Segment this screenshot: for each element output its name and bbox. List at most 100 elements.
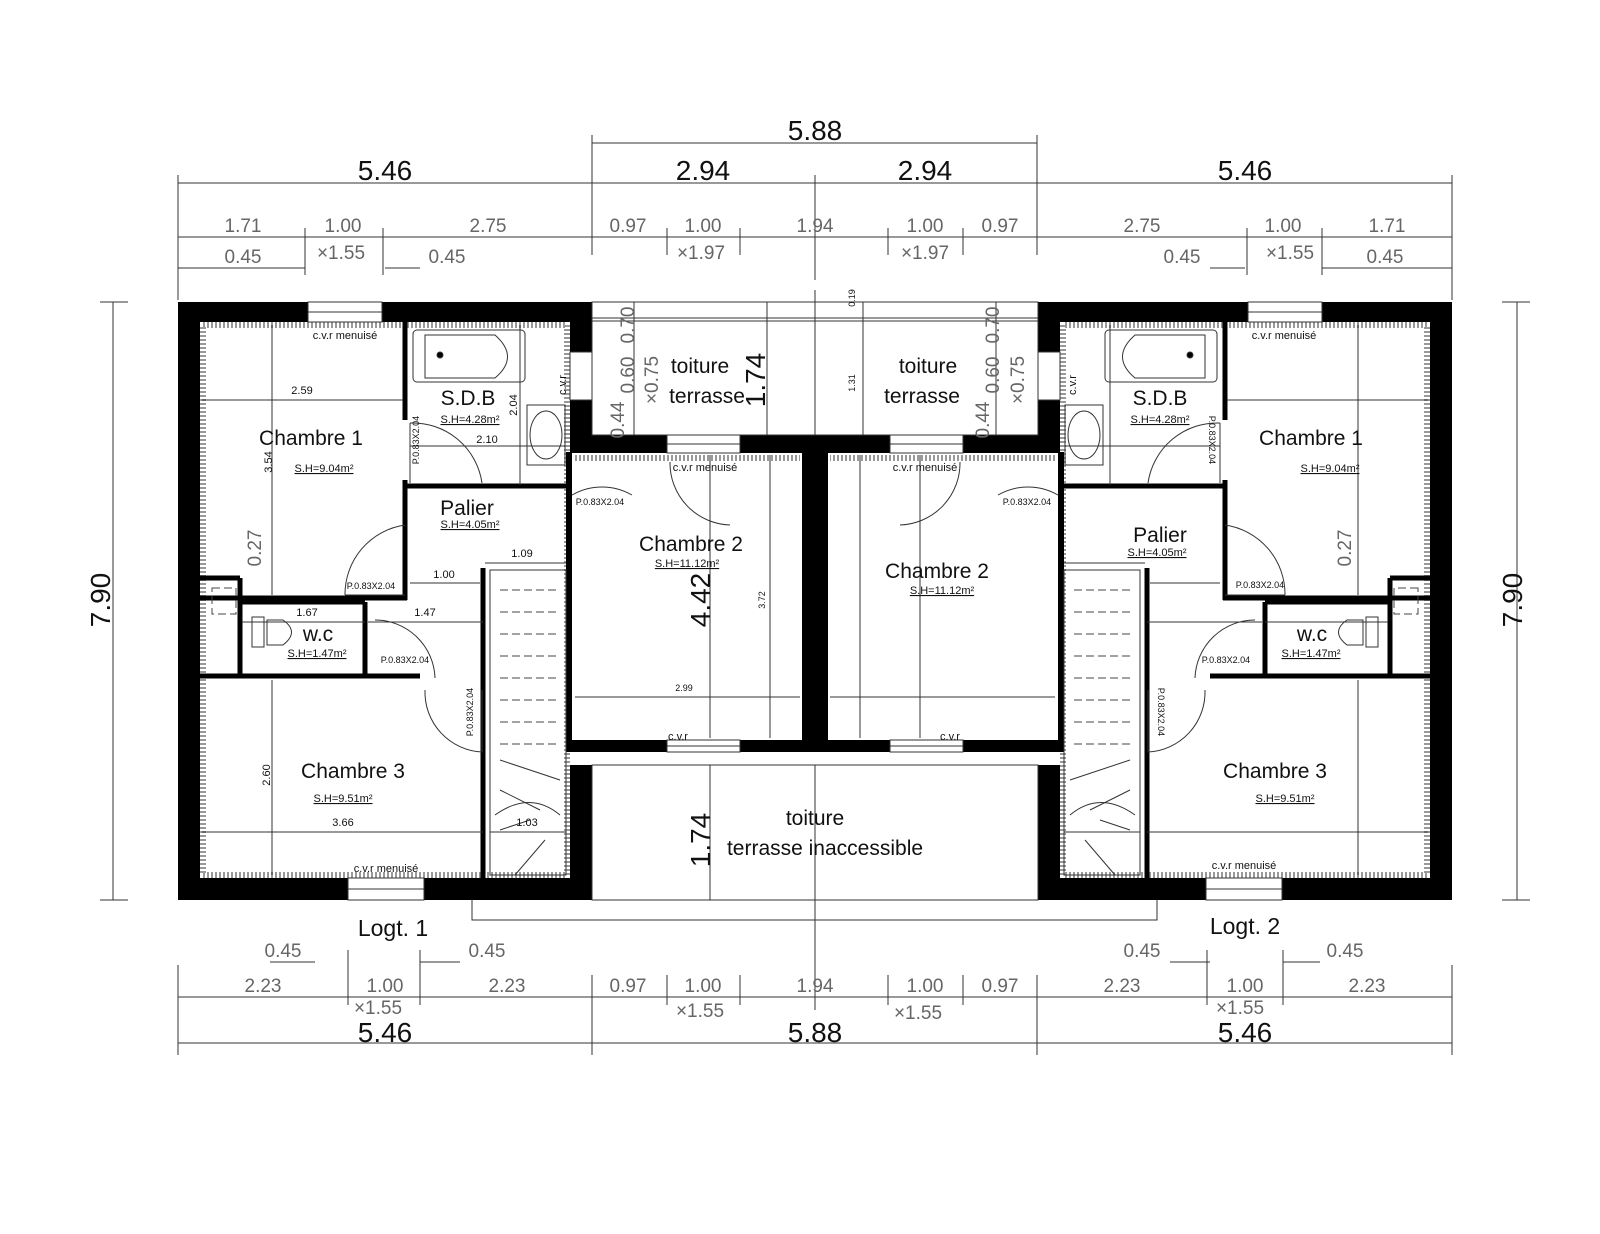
dim-top-sub: 0.45 [1367,247,1404,268]
dim-left-height: 7.90 [85,573,116,628]
inner-dim: 2.59 [291,385,312,397]
dim-top: 5.46 [358,155,413,186]
dim-top-detail: 0.97 [610,216,647,237]
door-label: P.0.83X2.04 [1202,655,1250,665]
dim-top-sub: ×1.97 [677,243,725,264]
inner-dim: ×0.75 [642,356,663,404]
dim-bottom-sub: 0.45 [1124,941,1161,962]
dim-top-sub: ×1.55 [1266,243,1314,264]
dimension-lines-bottom [177,765,1453,1055]
dim-top-detail: 1.00 [325,216,362,237]
dim-bottom: 5.88 [788,1017,843,1048]
door-label: P.0.83X2.04 [465,688,475,736]
room-area: S.H=11.12m² [655,558,720,570]
inner-dim: 0.19 [847,289,857,307]
room-name: Palier [440,497,494,520]
room-area: S.H=1.47m² [1282,648,1341,660]
room-area: S.H=4.28m² [1131,414,1190,426]
inner-dim: 0.44 [608,401,629,438]
inner-dim: 0.27 [245,530,266,567]
dim-top-detail: 0.97 [982,216,1019,237]
dim-bottom-detail: 1.00 [685,976,722,997]
room-name: Chambre 2 [639,533,743,556]
inner-dim-large: 1.74 [740,353,771,408]
dim-overall-middle: 5.88 [788,115,843,146]
inner-dim: 2.10 [476,434,497,446]
inner-dim: ×0.75 [1008,356,1029,404]
washbasin [526,404,566,466]
dim-top-detail: 1.71 [225,216,262,237]
dim-bottom-height: ×1.55 [894,1003,942,1024]
staircase [489,569,567,876]
room-area: S.H=9.04m² [295,463,354,475]
dim-bottom-detail: 2.23 [489,976,526,997]
dim-top-detail: 1.00 [1265,216,1302,237]
dim-bottom-detail: 1.00 [907,976,944,997]
inner-dim: 0.70 [618,307,639,344]
dim-top-detail: 1.00 [907,216,944,237]
room-area: S.H=9.04m² [1301,463,1360,475]
cvr-label: c.v.r [557,375,569,395]
dim-bottom-sub: 0.45 [265,941,302,962]
room-area: S.H=11.12m² [910,585,975,597]
inner-dim: 3.66 [332,817,353,829]
inner-dim: 2.04 [508,394,520,415]
dim-top-sub: ×1.97 [901,243,949,264]
cvr-label: c.v.r [668,731,688,743]
dimension-lines-top [100,135,1530,901]
dim-bottom: 5.46 [358,1017,413,1048]
room-name: Chambre 1 [1259,427,1363,450]
room-area: S.H=4.05m² [441,519,500,531]
inner-dim: 1.00 [433,569,454,581]
dim-bottom-detail: 1.00 [1227,976,1264,997]
inner-dim: 2.99 [675,683,693,693]
door-label: P.0.83X2.04 [347,581,395,591]
dim-top: 5.46 [1218,155,1273,186]
door-label: P.0.83X2.04 [1207,416,1217,464]
cvr-menuise-label: c.v.r menuisé [673,462,738,474]
dim-top-detail: 1.94 [797,216,834,237]
room-name: Chambre 2 [885,560,989,583]
inner-dim: 3.54 [263,451,275,472]
dim-bottom-sub: 0.45 [1327,941,1364,962]
dim-bottom-detail: 1.94 [797,976,834,997]
cvr-label: c.v.r [940,731,960,743]
dim-bottom-height: ×1.55 [354,998,402,1019]
room-name: w.c [302,623,333,646]
inner-dim: 1.31 [847,374,857,392]
unit-label-1: Logt. 1 [358,915,428,941]
dim-top: 2.94 [676,155,731,186]
cvr-menuise-label: c.v.r menuisé [354,863,419,875]
room-name: Palier [1133,524,1187,547]
room-name: Chambre 3 [301,760,405,783]
terrace-label: terrasse inaccessible [727,837,923,860]
dim-bottom: 5.46 [1218,1017,1273,1048]
dim-bottom-detail: 1.00 [367,976,404,997]
dim-bottom-detail: 2.23 [1104,976,1141,997]
inner-dim: 1.47 [414,607,435,619]
dim-bottom-detail: 2.23 [245,976,282,997]
dim-top-sub: 0.45 [1164,247,1201,268]
inner-dim: 2.60 [261,764,273,785]
room-area: S.H=9.51m² [1256,793,1315,805]
dim-bottom-detail: 0.97 [982,976,1019,997]
dim-right-height: 7.90 [1497,573,1528,628]
inner-dim-large: 4.42 [685,573,716,628]
door-label: P.0.83X2.04 [1003,497,1051,507]
door-label: P.0.83X2.04 [1236,580,1284,590]
dim-bottom-height: ×1.55 [676,1001,724,1022]
cvr-label: c.v.r [1067,375,1079,395]
dim-top-sub: 0.45 [225,247,262,268]
dim-bottom-height: ×1.55 [1216,998,1264,1019]
door-label: P.0.83X2.04 [381,655,429,665]
terrace-label: terrasse [884,385,960,408]
dim-top: 2.94 [898,155,953,186]
terrace-label: toiture [786,807,844,830]
dim-bottom-detail: 0.97 [610,976,647,997]
room-area: S.H=4.28m² [441,414,500,426]
room-name: Chambre 1 [259,427,363,450]
inner-dim: 0.27 [1335,530,1356,567]
terrace-label: toiture [899,355,957,378]
room-name: w.c [1296,623,1327,646]
